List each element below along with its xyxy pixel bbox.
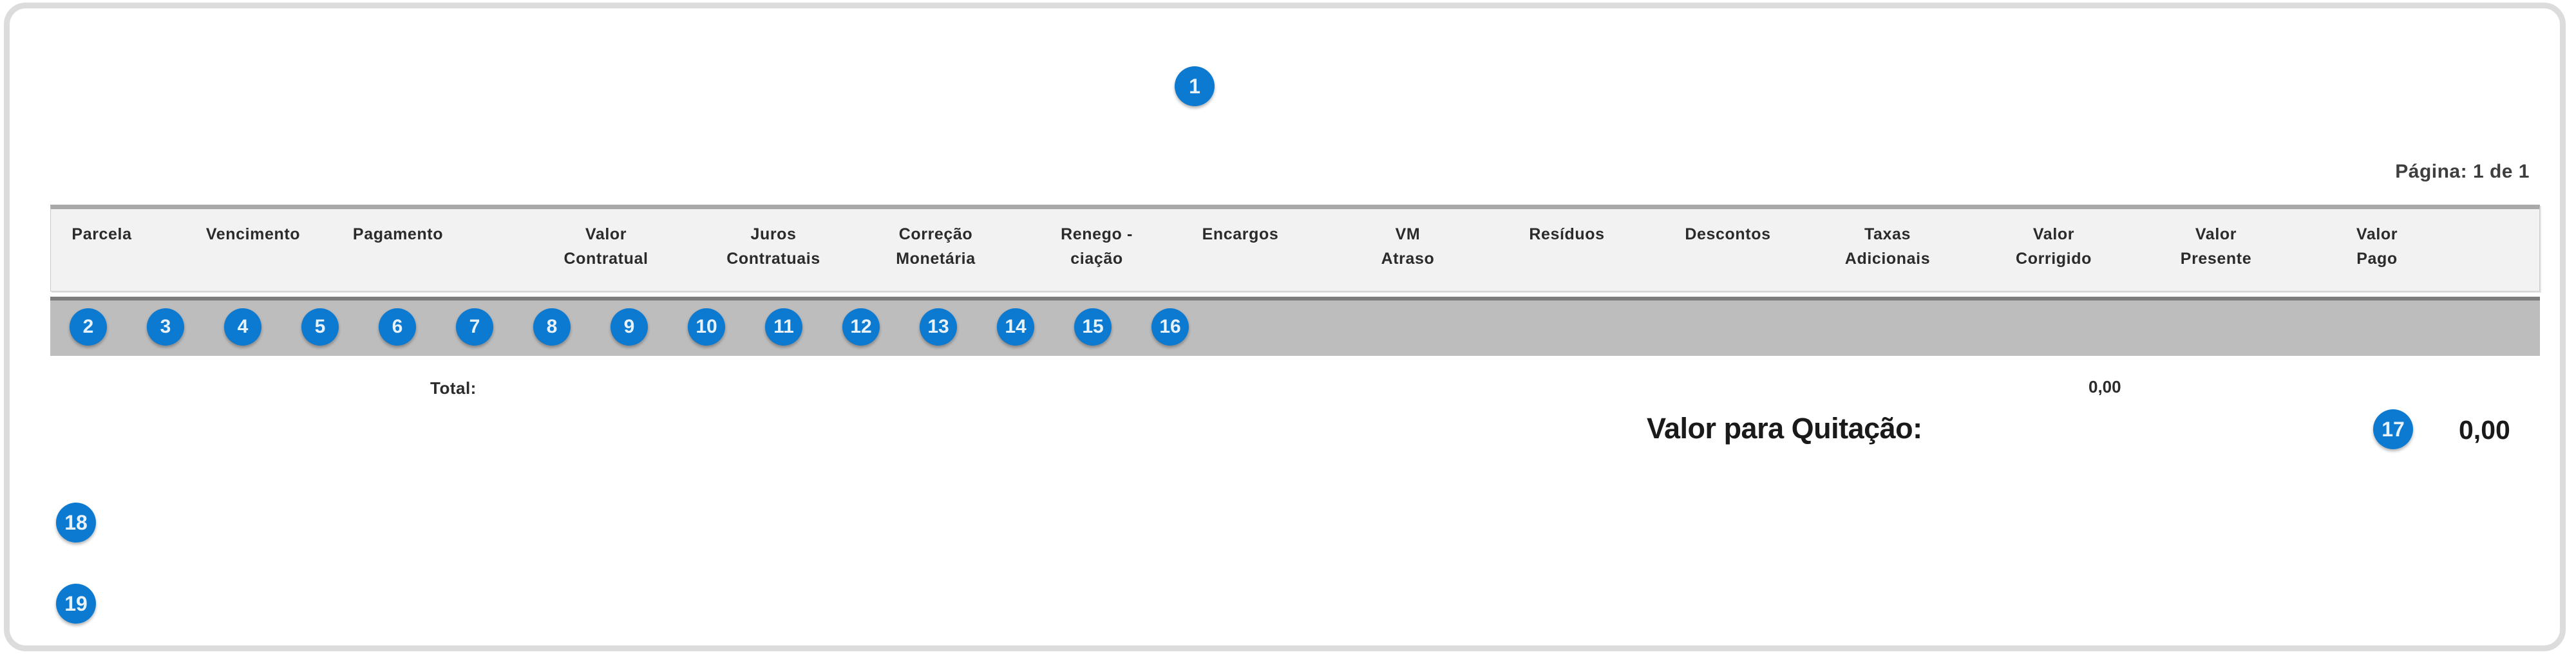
- column-header-line1: Descontos: [1685, 225, 1771, 243]
- annotation-marker-7[interactable]: 7: [456, 308, 493, 346]
- annotation-marker-5[interactable]: 5: [301, 308, 339, 346]
- column-header-residuos[interactable]: Resíduos: [1529, 222, 1604, 246]
- column-header-line1: Valor: [585, 225, 627, 243]
- valor-para-quitacao-value: 0,00: [2459, 415, 2510, 445]
- table-body-empty-band: [50, 297, 2540, 356]
- column-header-line1: VM: [1395, 225, 1421, 243]
- column-header-line2: Corrigido: [2016, 250, 2092, 268]
- column-header-line2: Contratuais: [726, 250, 820, 268]
- total-row-label: Total:: [430, 378, 477, 398]
- column-header-line1: Taxas: [1864, 225, 1911, 243]
- valor-para-quitacao-label: Valor para Quitação:: [1647, 412, 1922, 445]
- column-header-encargos[interactable]: Encargos: [1202, 222, 1279, 246]
- column-header-line1: Valor: [2195, 225, 2237, 243]
- annotation-marker-2[interactable]: 2: [70, 308, 107, 346]
- column-header-line1: Valor: [2032, 225, 2075, 243]
- column-header-line1: Correção: [898, 225, 973, 243]
- annotation-marker-12[interactable]: 12: [842, 308, 880, 346]
- annotation-marker-16[interactable]: 16: [1151, 308, 1189, 346]
- annotation-marker-8[interactable]: 8: [533, 308, 571, 346]
- total-valor-corrigido-value: 0,00: [2088, 377, 2121, 396]
- annotation-marker-9[interactable]: 9: [611, 308, 648, 346]
- column-header-vencimento[interactable]: Vencimento: [206, 222, 300, 246]
- annotation-marker-15[interactable]: 15: [1074, 308, 1112, 346]
- column-header-vm-atraso[interactable]: VM Atraso: [1381, 222, 1435, 271]
- column-header-line1: Valor: [2356, 225, 2398, 243]
- column-header-line2: Adicionais: [1844, 250, 1931, 268]
- pagination-label: Página: 1 de 1: [2395, 161, 2530, 182]
- column-header-pagamento[interactable]: Pagamento: [353, 222, 443, 246]
- annotation-marker-3[interactable]: 3: [147, 308, 184, 346]
- column-header-renego-ciacao[interactable]: Renego - ciação: [1061, 222, 1133, 271]
- annotation-marker-4[interactable]: 4: [224, 308, 261, 346]
- column-header-line2: Atraso: [1381, 250, 1435, 268]
- annotation-marker-13[interactable]: 13: [920, 308, 957, 346]
- column-header-line1: Parcela: [71, 225, 132, 243]
- annotation-marker-1[interactable]: 1: [1175, 66, 1215, 106]
- column-header-line2: ciação: [1070, 250, 1123, 268]
- column-header-line1: Renego -: [1061, 225, 1133, 243]
- column-header-line1: Pagamento: [352, 225, 444, 243]
- column-header-line2: Presente: [2180, 250, 2252, 268]
- annotation-marker-14[interactable]: 14: [997, 308, 1034, 346]
- column-header-line2: Pago: [2356, 250, 2398, 268]
- annotation-marker-19[interactable]: 19: [56, 584, 96, 624]
- column-header-descontos[interactable]: Descontos: [1685, 222, 1770, 246]
- column-header-line1: Vencimento: [205, 225, 301, 243]
- annotation-marker-11[interactable]: 11: [765, 308, 802, 346]
- annotation-marker-10[interactable]: 10: [688, 308, 725, 346]
- annotation-marker-6[interactable]: 6: [379, 308, 416, 346]
- column-header-line1: Encargos: [1202, 225, 1279, 243]
- column-header-parcela[interactable]: Parcela: [71, 222, 131, 246]
- column-header-line2: Monetária: [896, 250, 976, 268]
- annotation-marker-18[interactable]: 18: [56, 503, 96, 543]
- column-header-line1: Resíduos: [1529, 225, 1605, 243]
- column-header-line1: Juros: [750, 225, 797, 243]
- annotation-marker-17[interactable]: 17: [2373, 409, 2413, 449]
- column-header-line2: Contratual: [564, 250, 649, 268]
